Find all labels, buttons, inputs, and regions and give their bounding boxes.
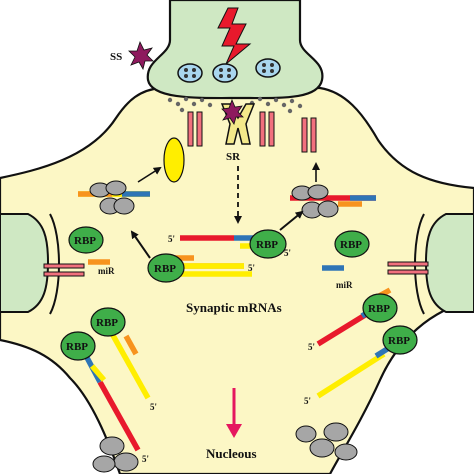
free-ribosomes-right — [295, 422, 358, 461]
synaptic-mrnas-label: Synaptic mRNAs — [186, 300, 282, 315]
rbp-label: RBP — [388, 335, 410, 347]
five-prime-label: 5' — [150, 402, 157, 412]
rbp-label: RBP — [154, 263, 176, 275]
rbp-label: RBP — [74, 235, 96, 247]
postsynaptic-cell-body — [0, 86, 474, 474]
membrane-receptors — [187, 111, 317, 153]
nucleous-label: Nucleous — [206, 446, 257, 461]
mrna-complex-lower-right: RBP RBP 5' 5' — [304, 287, 418, 406]
rbp-label: RBP — [96, 317, 118, 329]
translation-complex-left — [78, 137, 185, 215]
synaptic-vesicles — [177, 58, 281, 83]
rbp-label: RBP — [340, 239, 362, 251]
signal-star-icon — [128, 40, 154, 71]
free-rbp-left: RBP miR — [68, 226, 115, 276]
right-receptors — [387, 261, 429, 275]
lightning-bolt-icon — [217, 7, 252, 65]
left-receptors — [43, 263, 85, 277]
rbp-label: RBP — [256, 239, 278, 251]
sr-label: SR — [226, 151, 241, 163]
five-prime-label: 5' — [304, 396, 311, 406]
nucleus-arrow — [226, 388, 242, 438]
mrna-complex-lower-left: RBP RBP 5' 5' — [60, 307, 157, 464]
mir-right-label: miR — [336, 280, 353, 290]
rbp-label: RBP — [66, 341, 88, 353]
ss-label: SS — [110, 51, 122, 63]
free-ribosomes-left — [92, 436, 139, 473]
rbp-label: RBP — [368, 303, 390, 315]
mir-left-label: miR — [98, 266, 115, 276]
five-prime-label: 5' — [284, 248, 291, 258]
five-prime-label: 5' — [168, 234, 175, 244]
free-rbp-right: RBP miR — [322, 230, 370, 290]
five-prime-label: 5' — [308, 342, 315, 352]
yellow-protein — [163, 137, 185, 183]
mrna-rbp-complex-center: 5' RBP 5' — [168, 210, 304, 259]
five-prime-label: 5' — [248, 263, 255, 273]
left-dendrite-contact — [0, 213, 50, 313]
translation-complex-right — [290, 162, 376, 219]
five-prime-label: 5' — [142, 454, 149, 464]
mrna-rbp-complex-lower: RBP 5' — [130, 230, 255, 283]
receptor-star-icon — [221, 98, 244, 125]
right-dendrite-contact — [424, 213, 474, 313]
